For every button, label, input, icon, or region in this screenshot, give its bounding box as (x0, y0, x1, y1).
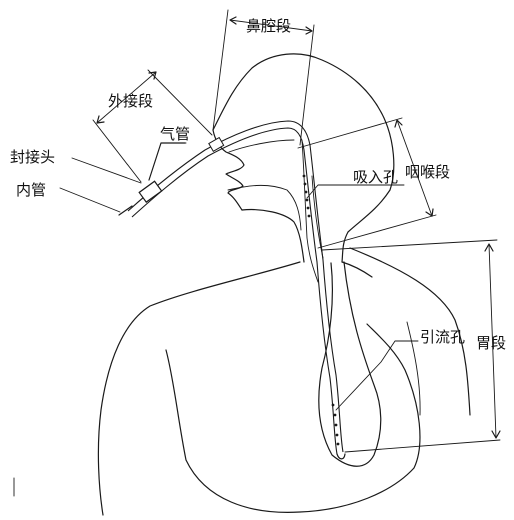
drainage-hole-dot (334, 414, 337, 417)
external-segment-label: 外接段 (108, 93, 153, 110)
drainage-hole-leader (336, 341, 418, 410)
stomach-dim-ext-top (322, 240, 497, 250)
suction-hole-dot (303, 175, 306, 178)
drainage-hole-dot (332, 404, 335, 407)
nasal-dim-ext-left (213, 10, 228, 130)
suction-hole-dot (306, 199, 309, 202)
inner-tube-label: 内管 (16, 182, 46, 199)
tongue-detail (228, 185, 301, 230)
nasal-segment-label: 鼻腔段 (246, 18, 291, 35)
suction-hole-label: 吸入孔 (353, 169, 398, 186)
drainage-hole-dot (337, 443, 340, 446)
nasal-dim-ext-right (300, 25, 314, 145)
pharynx-dim-ext-top (298, 118, 402, 148)
palate-detail (229, 140, 294, 152)
suction-hole-dot (305, 191, 308, 194)
drainage-hole-dot (336, 434, 339, 437)
drainage-hole-label: 引流孔 (420, 329, 465, 346)
suction-hole-dot (304, 183, 307, 186)
body-outline (98, 54, 470, 515)
stomach-segment-label: 胃段 (476, 335, 506, 352)
tube-tip (337, 454, 345, 459)
dimension-lines (93, 10, 500, 452)
chin-neck-front (242, 210, 304, 262)
chest-curve (166, 324, 420, 512)
drainage-hole-dot (335, 424, 338, 427)
tube-inner (132, 128, 337, 454)
seal-connector-leader (72, 158, 141, 183)
inner-tube-stub (119, 206, 132, 215)
pharynx-dim-ext-bottom (318, 215, 436, 248)
left-shoulder (98, 262, 300, 515)
external-dim-ext-top (148, 70, 212, 135)
stomach-dim-ext-bottom (345, 440, 500, 452)
pharynx-segment-label: 咽喉段 (405, 164, 450, 181)
airway-label: 气管 (160, 126, 190, 143)
right-arm (407, 322, 420, 415)
external-dim-ext-bottom (93, 120, 141, 182)
suction-hole-dot (307, 207, 310, 210)
inner-tube-leader (60, 188, 120, 212)
seal-connector-label: 封接头 (10, 149, 55, 166)
airway-branch (149, 143, 185, 180)
suction-hole-dot (308, 215, 311, 218)
neck-back (342, 262, 372, 277)
